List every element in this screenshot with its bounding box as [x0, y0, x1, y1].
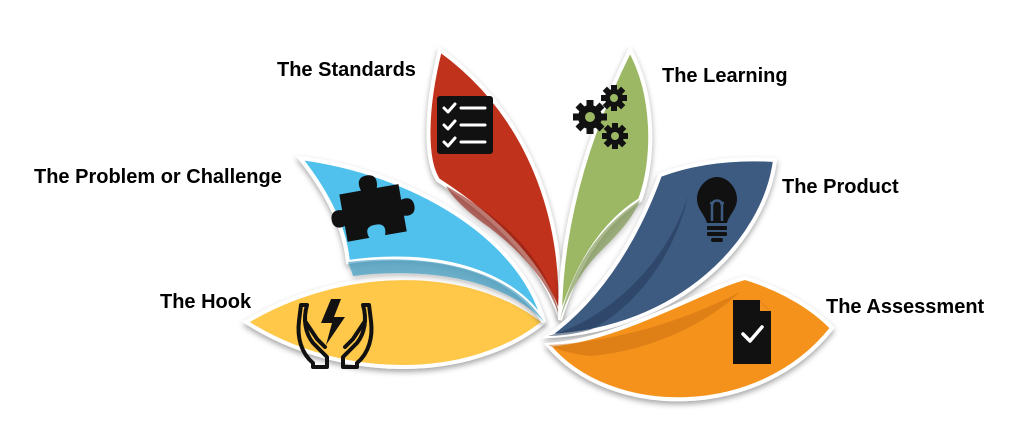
hands-lightning-icon — [296, 299, 374, 369]
puzzle-piece-icon — [331, 175, 415, 242]
label-problem: The Problem or Challenge — [34, 166, 282, 188]
checklist-icon — [437, 96, 493, 154]
document-check-icon — [733, 300, 771, 364]
label-hook: The Hook — [160, 291, 252, 313]
label-assessment: The Assessment — [826, 296, 985, 318]
petal-hook — [242, 276, 548, 369]
label-standards: The Standards — [277, 59, 416, 81]
label-product: The Product — [782, 176, 899, 198]
label-learning: The Learning — [662, 65, 788, 87]
gears-icon — [573, 85, 628, 149]
petal-learning — [558, 45, 653, 321]
lightbulb-icon — [697, 177, 737, 242]
